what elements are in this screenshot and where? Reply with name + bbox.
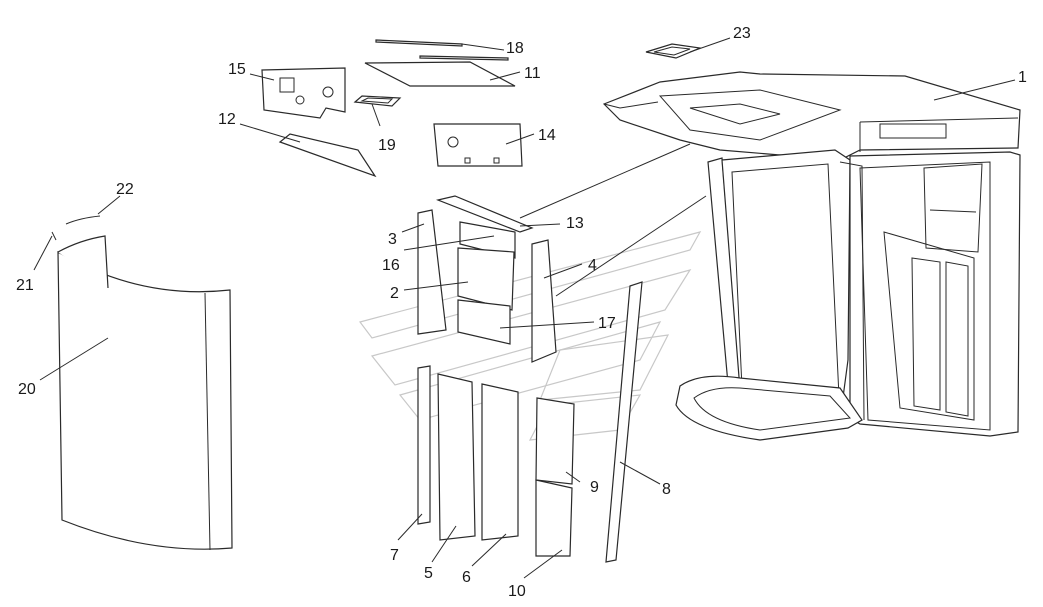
cab-frame-1 [602,71,1021,441]
part-labels: 1 23 18 11 15 12 19 14 22 21 20 13 3 16 … [16,25,1027,600]
strip-18 [375,39,509,61]
roof-glass-11 [364,61,516,87]
label-6: 6 [462,569,471,586]
label-17: 17 [598,315,616,332]
label-7: 7 [390,547,399,564]
label-23: 23 [733,25,751,42]
glass-set-center [417,195,557,363]
label-13: 13 [566,215,584,232]
label-2: 2 [390,285,399,302]
label-19: 19 [378,137,396,154]
label-3: 3 [388,231,397,248]
label-5: 5 [424,565,433,582]
label-20: 20 [18,381,36,398]
label-4: 4 [588,257,597,274]
label-11: 11 [524,65,541,82]
seal-strips [51,215,101,241]
label-16: 16 [382,257,400,274]
curved-door-panel [57,235,233,551]
watermark-logo [358,231,702,441]
label-15: 15 [228,61,246,78]
label-9: 9 [590,479,599,496]
label-1: 1 [1018,69,1027,86]
label-18: 18 [506,40,524,57]
label-14: 14 [538,127,556,144]
wedge-12 [278,133,377,178]
leader-lines [33,37,1016,579]
label-21: 21 [16,277,34,294]
label-12: 12 [218,111,236,128]
label-8: 8 [662,481,671,498]
label-22: 22 [116,181,134,198]
glass-set-lower [417,281,643,563]
panel-14 [433,123,523,167]
panel-15 [261,67,346,119]
label-10: 10 [508,583,526,600]
frame-19 [353,95,402,107]
